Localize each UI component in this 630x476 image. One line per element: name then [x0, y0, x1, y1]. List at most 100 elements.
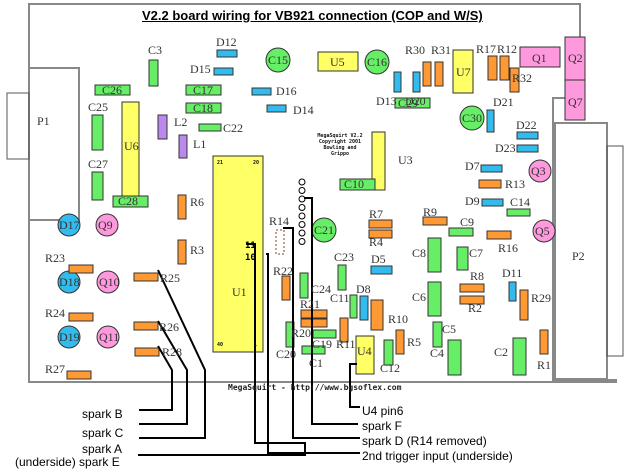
diode-d20: [412, 71, 421, 93]
ic-u4-label: U4: [357, 344, 372, 358]
capacitor-c19-label: C19: [312, 337, 333, 351]
transistor-q9-label: Q9: [98, 218, 113, 232]
capacitor-c15: [265, 47, 291, 73]
header-pin: [298, 204, 306, 211]
capacitor-c27: [91, 171, 104, 201]
resistor-r29-label: R29: [531, 291, 552, 305]
header-pin: [298, 187, 306, 194]
diode-d22-label: D22: [516, 118, 537, 132]
resistor-r11: [339, 317, 349, 343]
capacitor-c23-label: C23: [334, 250, 355, 264]
connector-p1-tab: [6, 92, 30, 160]
capacitor-c17: [185, 84, 222, 96]
capacitor-c30: [459, 105, 485, 131]
diode-d11: [508, 281, 517, 302]
wire-label: spark D (R14 removed): [362, 434, 487, 448]
resistor-r14-removed: [275, 229, 285, 255]
capacitor-c24: [299, 272, 309, 299]
capacitor-c26: [94, 84, 131, 96]
resistor-r17-label: R17: [476, 42, 497, 56]
capacitor-c9-label: C9: [460, 215, 475, 229]
connector-p1-label: P1: [37, 114, 50, 128]
copyright-line: Grippo: [330, 151, 350, 157]
copyright-line: Copyright 2001: [318, 139, 362, 145]
ic-u1-label: U1: [232, 285, 247, 299]
diode-d12: [216, 49, 238, 58]
resistor-r2: [459, 295, 485, 305]
wire-label: 2nd trigger input (underside): [362, 449, 513, 463]
capacitor-c14: [506, 208, 531, 217]
resistor-r16: [486, 230, 512, 240]
wire-label: (underside) spark E: [15, 455, 120, 469]
resistor-r9-label: R9: [423, 205, 438, 219]
wire-spark-b: [139, 345, 173, 411]
inductor-l1-label: L1: [193, 137, 207, 151]
resistor-r22-label: R22: [273, 264, 294, 278]
resistor-r32: [509, 67, 520, 93]
capacitor-c11: [349, 294, 358, 319]
u1-pin11-label: 11: [245, 241, 256, 251]
u1-pin21-label: 21: [217, 160, 224, 166]
diode-d5: [370, 265, 393, 275]
ic-u6-label: U6: [124, 139, 139, 153]
transistor-q1: [519, 46, 561, 68]
header-pin: [298, 212, 306, 220]
transistor-q3-label: Q3: [531, 164, 546, 178]
resistor-r30: [422, 61, 432, 87]
transistor-q3: [528, 159, 552, 183]
resistor-r27-label: R27: [45, 362, 66, 376]
diode-d7-label: D7: [465, 159, 480, 173]
capacitor-c24-label: C24: [311, 282, 332, 296]
resistor-r6-label: R6: [190, 195, 205, 209]
resistor-r17: [487, 55, 498, 81]
connector-p2-label: P2: [572, 249, 585, 263]
resistor-r13-label: R13: [505, 177, 526, 191]
diode-d21-label: D21: [493, 95, 514, 109]
resistor-r12: [499, 55, 510, 81]
resistor-r28-label: R28: [162, 345, 183, 359]
transistor-q7: [564, 79, 586, 121]
diode-d14: [266, 104, 287, 113]
led-d19-label: D19: [59, 330, 80, 344]
capacitor-c7-label: C7: [469, 246, 484, 260]
capacitor-c25-label: C25: [88, 100, 109, 114]
transistor-q2-label: Q2: [568, 51, 583, 65]
resistor-r32-label: R32: [512, 71, 533, 85]
diode-d16-label: D16: [276, 84, 297, 98]
diode-d23-label: D23: [495, 141, 516, 155]
resistor-r14-label: R14: [269, 214, 290, 228]
resistor-r20-label: R20: [291, 326, 312, 340]
capacitor-c9: [448, 227, 474, 237]
resistor-r24: [68, 312, 94, 322]
resistor-r30-label: R30: [405, 43, 426, 57]
transistor-q5-label: Q5: [535, 224, 550, 238]
diode-d8-label: D8: [356, 282, 371, 296]
resistor-r1-label: R1: [537, 358, 552, 372]
capacitor-c4: [447, 339, 462, 376]
u1-pin10-label: 10: [245, 253, 256, 263]
capacitor-c1-label: C1: [309, 356, 324, 370]
led-d19: [57, 325, 81, 349]
capacitor-c30-label: C30: [462, 111, 483, 125]
capacitor-c6-label: C6: [412, 290, 427, 304]
capacitor-c10-label: C10: [344, 177, 365, 191]
diode-d15: [213, 67, 234, 76]
header-pin: [298, 229, 306, 237]
resistor-r6: [177, 194, 187, 220]
resistor-r23-label: R23: [45, 251, 66, 265]
resistor-r3-label: R3: [190, 243, 205, 257]
capacitor-c29-label: C29: [398, 96, 419, 110]
page-title: V2.2 board wiring for VB921 connection (…: [142, 8, 483, 23]
wire-u4-pin6: [349, 363, 360, 408]
capacitor-c5-label: C5: [442, 322, 457, 336]
resistor-r9: [422, 216, 448, 226]
resistor-r8: [459, 283, 485, 293]
resistor-r25: [133, 272, 159, 282]
resistor-r10: [370, 299, 384, 331]
ic-u5: [317, 51, 359, 72]
wire-label: spark B: [82, 407, 123, 421]
led-d17: [57, 213, 81, 237]
resistor-r26: [133, 321, 159, 331]
inductor-l1: [178, 134, 188, 159]
